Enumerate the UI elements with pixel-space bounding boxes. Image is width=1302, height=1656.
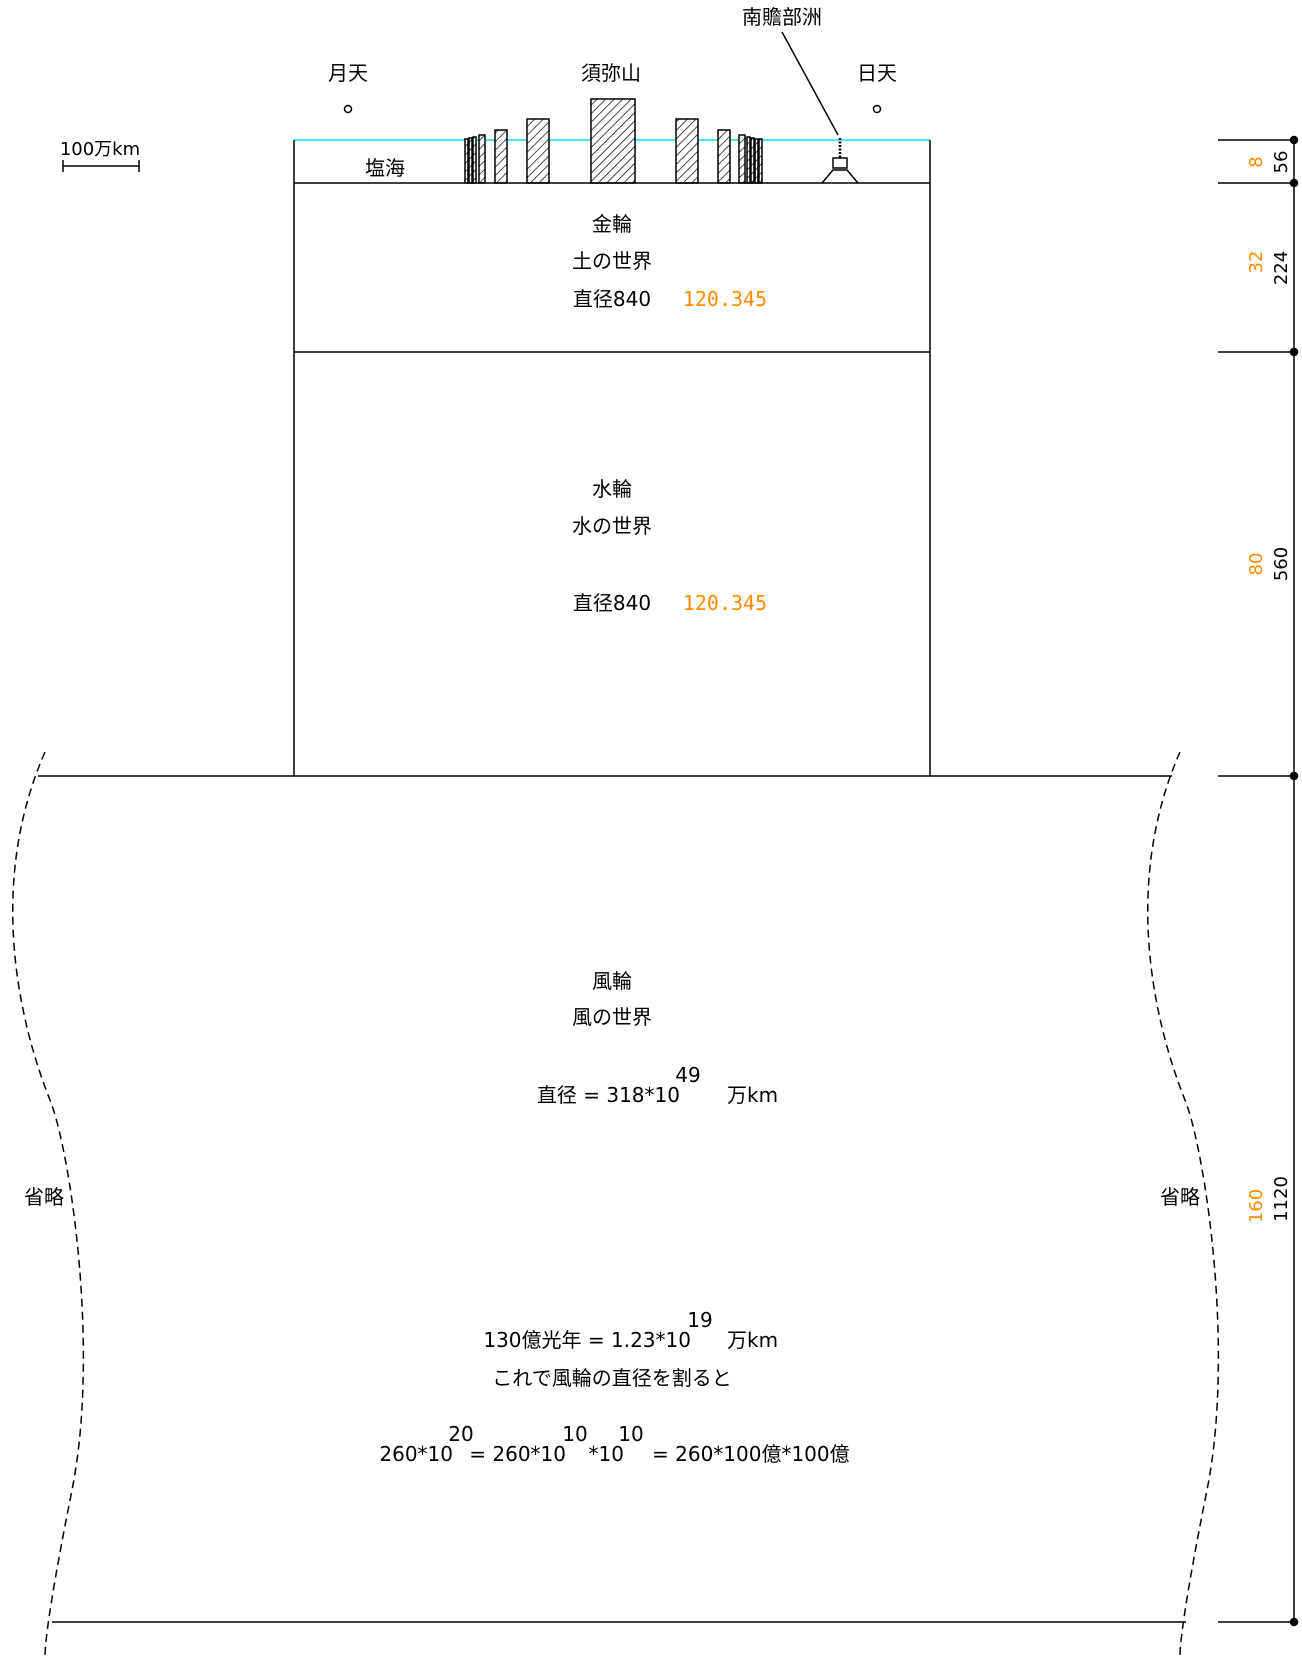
water-wheel-value: 120.345 — [683, 591, 767, 615]
mount-sumeru — [590, 98, 636, 184]
sumeru-label: 須弥山 — [581, 61, 641, 85]
water-wheel-diameter: 直径840 — [573, 591, 651, 615]
result-exponent-1: 20 — [448, 1422, 473, 1446]
salt-sea-label: 塩海 — [365, 156, 405, 180]
dimension-outer-1: 56 — [1271, 151, 1292, 174]
result-exponent-3: 10 — [618, 1422, 643, 1446]
sun-marker — [872, 104, 882, 114]
result-term-4: = 260*100億*100億 — [652, 1442, 850, 1466]
divide-note: これで風輪の直径を割ると — [492, 1366, 731, 1390]
jambudvipa-label: 南贍部洲 — [742, 5, 822, 29]
dimension-outer-2: 224 — [1271, 251, 1292, 285]
dimension-scale — [1218, 135, 1299, 1627]
dimension-inner-4: 160 — [1246, 1189, 1267, 1223]
moon-marker — [343, 104, 353, 114]
dimension-outer-4: 1120 — [1271, 1176, 1292, 1222]
omitted-left-label: 省略 — [24, 1185, 64, 1209]
dimension-outer-3: 560 — [1271, 547, 1292, 581]
gold-wheel-name: 金輪 — [592, 212, 632, 236]
water-wheel-world: 水の世界 — [572, 514, 652, 538]
jambudvipa-figure — [821, 138, 859, 184]
light-years-unit: 万km — [727, 1328, 778, 1352]
result-term-2: = 260*10 — [469, 1442, 566, 1466]
wind-diameter-unit: 万km — [727, 1083, 778, 1107]
result-term-3: *10 — [589, 1442, 624, 1466]
wind-wheel-name: 風輪 — [592, 969, 632, 993]
gold-wheel-box — [293, 140, 931, 776]
light-years-exponent: 19 — [687, 1308, 712, 1332]
jambudvipa-leader-line — [781, 31, 839, 136]
scale-bar-label: 100万km — [60, 139, 140, 160]
mountain-ranges — [464, 98, 763, 184]
scale-bar: 100万km — [60, 139, 140, 172]
gold-wheel-diameter: 直径840 — [573, 287, 651, 311]
gold-wheel-world: 土の世界 — [572, 249, 652, 273]
wind-wheel-box — [38, 775, 1186, 1623]
sun-label: 日天 — [857, 61, 897, 85]
omitted-right-label: 省略 — [1160, 1185, 1200, 1209]
left-break-line — [12, 751, 85, 1656]
result-exponent-2: 10 — [562, 1422, 587, 1446]
right-break-line — [1147, 751, 1220, 1656]
result-term-1: 260*10 — [379, 1442, 453, 1466]
wind-diameter-formula: 直径 = 318*10 — [537, 1083, 680, 1107]
water-wheel-name: 水輪 — [592, 477, 632, 501]
wind-wheel-world: 風の世界 — [572, 1005, 652, 1029]
dimension-inner-2: 32 — [1246, 251, 1267, 274]
light-years-formula: 130億光年 = 1.23*10 — [483, 1328, 691, 1352]
dimension-inner-1: 8 — [1246, 156, 1267, 167]
wind-diameter-exponent: 49 — [675, 1063, 700, 1087]
dimension-inner-3: 80 — [1246, 553, 1267, 576]
moon-label: 月天 — [328, 61, 368, 85]
gold-wheel-value: 120.345 — [683, 287, 767, 311]
